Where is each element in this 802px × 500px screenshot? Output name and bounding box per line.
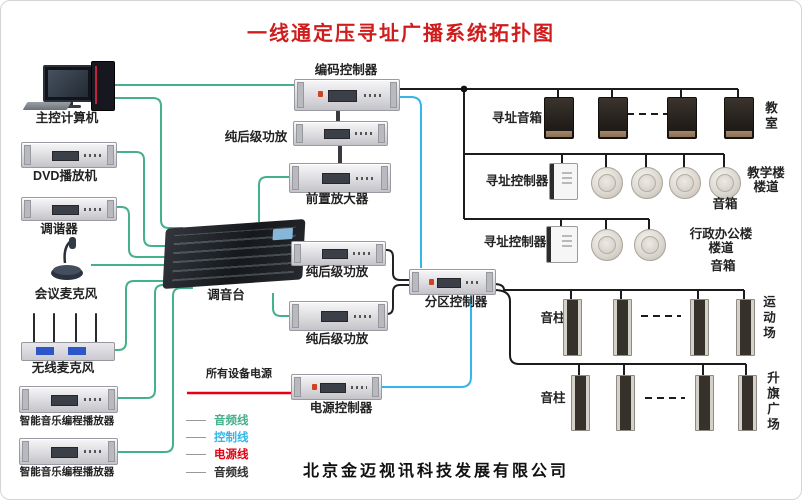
- dvd-player-device: [21, 142, 117, 168]
- label-addr-ctrl-2: 寻址控制器: [483, 235, 547, 249]
- power-amp-3-device: [289, 301, 388, 331]
- label-player2: 智能音乐编程播放器: [19, 466, 115, 478]
- ceiling-speaker: [631, 167, 663, 199]
- column-speaker: [690, 299, 709, 356]
- label-dvd: DVD播放机: [33, 169, 97, 183]
- legend-control-label: 控制线: [214, 432, 249, 444]
- ceiling-speaker: [669, 167, 701, 199]
- computer-tower: [91, 61, 115, 111]
- legend-power-label: 电源线: [214, 449, 249, 461]
- label-speakers-row2: 音箱: [712, 197, 738, 211]
- label-location-sports: 运动场: [761, 295, 775, 342]
- box-speaker: [667, 97, 697, 139]
- legend-control: 控制线: [186, 429, 249, 445]
- antenna-icon: [53, 313, 55, 343]
- legend-line-sample: [186, 436, 206, 438]
- label-encoder: 编码控制器: [314, 63, 378, 77]
- mixing-console-device: [162, 218, 306, 290]
- amp-output-brackets: [384, 249, 409, 315]
- computer-keyboard: [22, 102, 72, 110]
- label-amp3: 纯后级功放: [305, 332, 369, 346]
- legend-power: 电源线: [186, 446, 249, 462]
- column-speaker: [695, 375, 714, 431]
- label-location-classroom: 教室: [763, 101, 777, 132]
- diagram-title: 一线通定压寻址广播系统拓扑图: [247, 23, 555, 45]
- label-location-teaching: 教学楼楼道: [747, 166, 785, 194]
- label-amp2: 纯后级功放: [305, 265, 369, 279]
- computer-monitor: [43, 65, 93, 102]
- label-tuner: 调谐器: [40, 222, 78, 236]
- addressable-controller-device: [549, 163, 578, 200]
- column-speaker: [738, 375, 757, 431]
- legend-line-sample: [186, 453, 206, 455]
- column-speaker: [613, 299, 632, 356]
- legend-line-sample: [186, 419, 206, 421]
- label-preamp: 前置放大器: [305, 192, 369, 206]
- label-player1: 智能音乐编程播放器: [19, 415, 115, 427]
- box-speaker: [544, 97, 574, 139]
- ceiling-speaker: [591, 229, 623, 261]
- box-speaker: [724, 97, 754, 139]
- legend-speaker: 音频线: [186, 464, 249, 480]
- label-addr-speakers: 寻址音箱: [491, 111, 542, 125]
- legend-audio-label: 音频线: [214, 415, 249, 427]
- label-speakers-row3: 音箱: [710, 259, 736, 273]
- ceiling-speaker: [591, 167, 623, 199]
- label-computer: 主控计算机: [35, 111, 99, 125]
- column-speaker: [736, 299, 755, 356]
- wireless-mic-receiver: [21, 342, 115, 361]
- label-amp1: 纯后级功放: [224, 130, 288, 144]
- column-speaker: [616, 375, 635, 431]
- music-player-2-device: [19, 438, 118, 465]
- box-speaker: [598, 97, 628, 139]
- label-column-row5: 音柱: [540, 391, 566, 405]
- company-name: 北京金迈视讯科技发展有限公司: [302, 463, 569, 480]
- label-power-ctrl: 电源控制器: [309, 401, 373, 415]
- label-conf-mic: 会议麦克风: [34, 287, 98, 301]
- legend-speaker-label: 音频线: [214, 467, 249, 479]
- control-lines: [380, 96, 472, 388]
- antenna-icon: [95, 313, 97, 343]
- label-addr-ctrl-1: 寻址控制器: [485, 174, 549, 188]
- legend-line-sample: [186, 471, 206, 473]
- ceiling-speaker: [709, 167, 741, 199]
- label-power-note: 所有设备电源: [206, 368, 272, 380]
- label-zone-ctrl: 分区控制器: [424, 295, 488, 309]
- power-amp-2-device: [291, 241, 386, 266]
- label-wireless-mic: 无线麦克风: [31, 361, 95, 375]
- label-location-flag: 升旗广场: [765, 371, 779, 433]
- column-speaker: [571, 375, 590, 431]
- power-arrow: [187, 387, 308, 399]
- audio-lines: [91, 84, 294, 453]
- antenna-icon: [75, 313, 77, 343]
- music-player-1-device: [19, 386, 118, 413]
- addressable-controller-device: [546, 226, 578, 263]
- ceiling-speaker: [634, 229, 666, 261]
- conference-mic-icon: [51, 237, 83, 280]
- column-speaker: [563, 299, 582, 356]
- label-mixer: 调音台: [207, 288, 245, 302]
- power-controller-device: [291, 374, 382, 400]
- preamp-device: [289, 163, 391, 193]
- encoder-controller-device: [294, 79, 400, 111]
- power-amp-1-device: [293, 121, 388, 146]
- label-column-row4: 音柱: [540, 311, 566, 325]
- zone-controller-device: [409, 269, 496, 295]
- antenna-icon: [33, 313, 35, 343]
- junction-dot: [460, 85, 468, 93]
- legend-audio: 音频线: [186, 412, 249, 428]
- label-location-admin: 行政办公楼楼道: [689, 227, 753, 255]
- tuner-device: [21, 197, 117, 221]
